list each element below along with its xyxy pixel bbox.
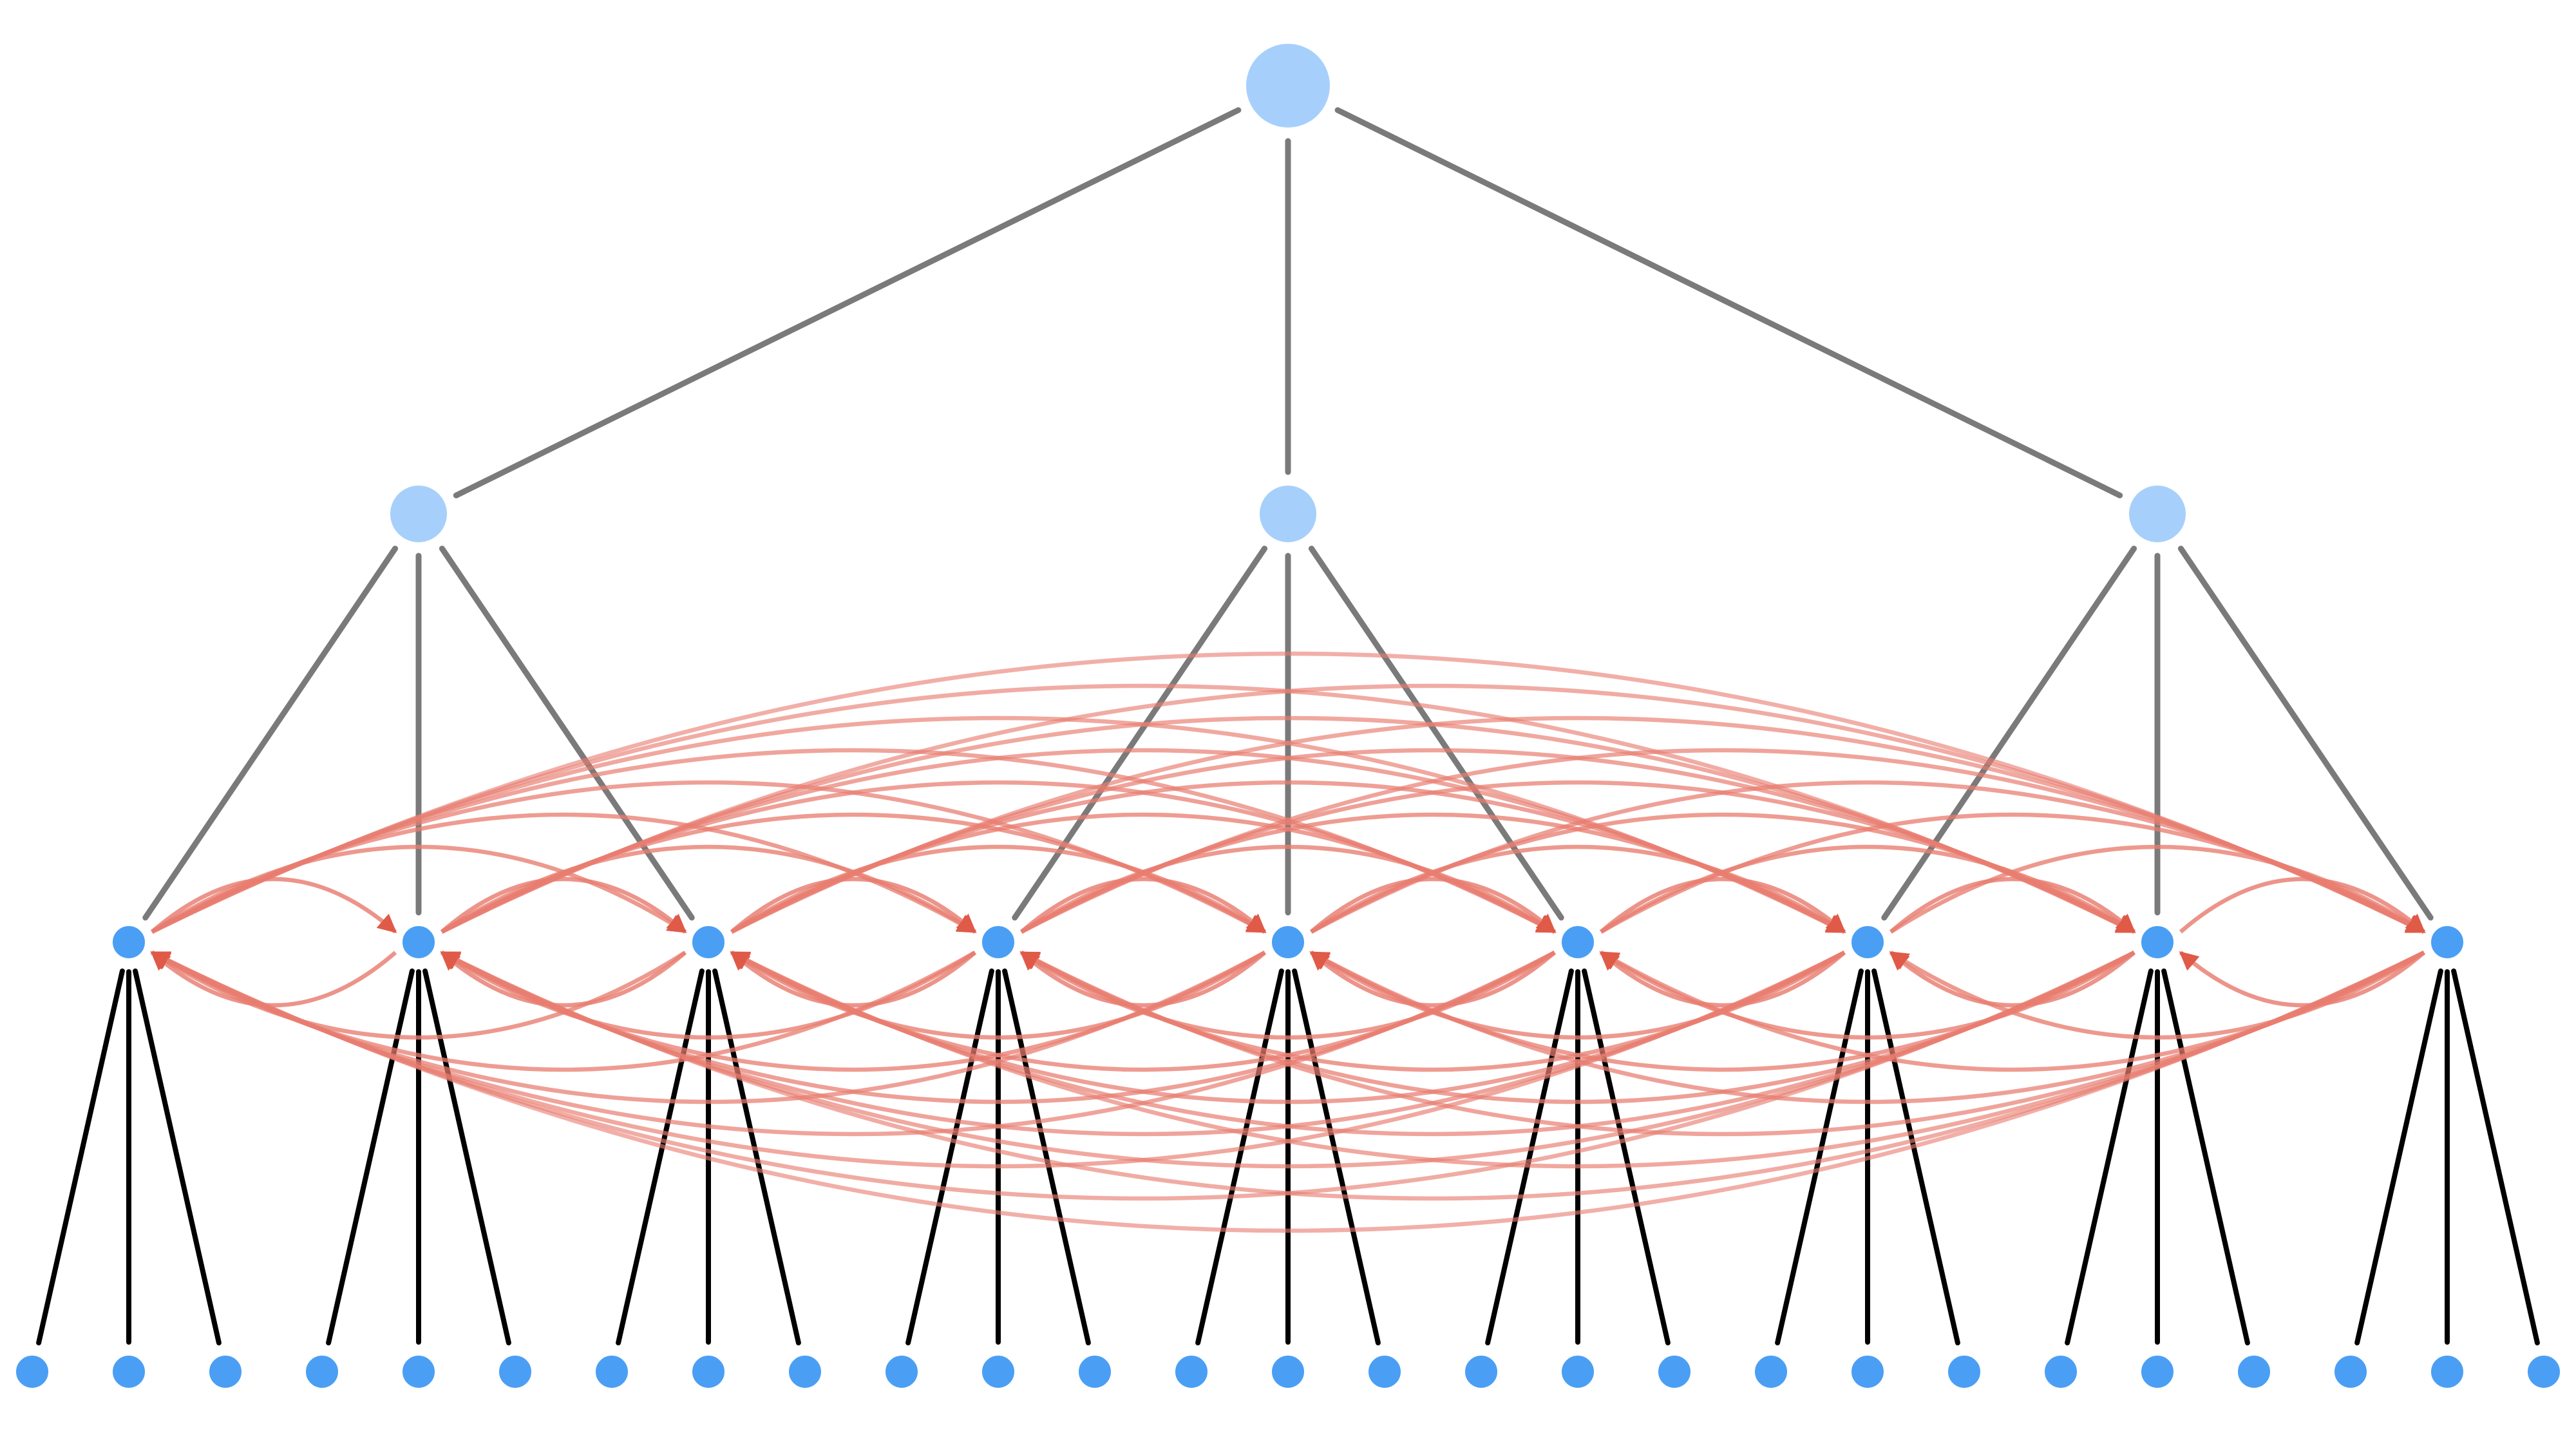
lateral-arrow [1309,876,1557,934]
tree-edge [142,545,399,921]
lateral-arrow [1889,951,2425,1040]
leaf-edge [2161,968,2250,1346]
leaf-node [109,1352,149,1392]
leaf-node [785,1352,825,1392]
leaf-edge [1485,968,1574,1346]
leaf-edge [905,968,994,1346]
tree-edge [1012,545,1268,921]
leaf-edge [36,968,125,1346]
lateral-arrow [1889,844,2426,934]
leaf-node [1075,1352,1115,1392]
lateral-arrow [1889,876,2136,934]
leaf-node [2524,1352,2564,1392]
mid-node [1558,922,1598,962]
leaf-edge [133,968,222,1346]
leaf-node [205,1352,245,1392]
lateral-arrow [1889,951,2136,1008]
leaf-node [688,1352,728,1392]
mid-node [1848,922,1888,962]
leaf-node [1751,1352,1791,1392]
lateral-arrow [1019,951,1267,1008]
lateral-connections [150,651,2426,1233]
leaf-edge [1871,968,1960,1346]
leaf-node [2137,1352,2177,1392]
mid-node [1268,922,1308,962]
leaf-edge [1292,968,1381,1346]
leaf-edge [1002,968,1091,1346]
leaf-edge [2354,968,2443,1346]
leaf-node [2234,1352,2274,1392]
mid-node [688,922,728,962]
leaf-node [495,1352,535,1392]
tree-edge [1308,545,1564,921]
leaf-node [2427,1352,2467,1392]
tree-edge [439,545,695,921]
leaf-edge [2065,968,2154,1346]
lateral-arrow [150,951,397,1008]
leaf-edge [616,968,705,1346]
leaf-node [1365,1352,1405,1392]
group-node [2125,482,2190,546]
leaf-edge [326,968,415,1346]
leaf-node [1654,1352,1694,1392]
mid-node [978,922,1018,962]
tree-edge [1334,107,2123,498]
leaf-node [1558,1352,1598,1392]
leaf-node [2041,1352,2081,1392]
lateral-arrow [440,876,687,934]
nodes [12,40,2564,1392]
lateral-arrow [1599,876,1846,934]
group-node [386,482,451,546]
root-node [1242,40,1334,131]
lateral-arrow [440,951,687,1008]
leaf-node [2331,1352,2371,1392]
leaf-node [1848,1352,1888,1392]
tree-edge [2177,545,2434,921]
mid-node [399,922,439,962]
leaf-node [1461,1352,1501,1392]
mid-node [109,922,149,962]
lateral-arrow [1309,951,1557,1008]
leaf-edge [1195,968,1284,1346]
lateral-arrow [2179,876,2426,934]
leaf-edge [422,968,511,1346]
leaf-node [1268,1352,1308,1392]
leaf-node [978,1352,1018,1392]
lateral-arrow [730,876,977,934]
leaf-node [399,1352,439,1392]
tree-edge [1881,545,2137,921]
lateral-arrow [2179,951,2426,1008]
lateral-arrow [1019,876,1267,934]
leaf-node [592,1352,632,1392]
lateral-arrow [150,876,397,934]
mid-node [2137,922,2177,962]
leaf-node [1171,1352,1211,1392]
leaf-edge [1582,968,1671,1346]
leaf-edge [2451,968,2540,1346]
mid-node [2427,922,2467,962]
leaf-edges [36,968,2540,1346]
leaf-node [1944,1352,1984,1392]
leaf-edge [712,968,801,1346]
lateral-arrow [730,951,977,1008]
tree-edge [453,107,1242,498]
group-node [1256,482,1320,546]
tree-edges [142,107,2434,921]
leaf-node [882,1352,922,1392]
leaf-node [302,1352,342,1392]
lateral-arrow [1599,951,1846,1008]
leaf-node [12,1352,52,1392]
leaf-edge [1775,968,1864,1346]
